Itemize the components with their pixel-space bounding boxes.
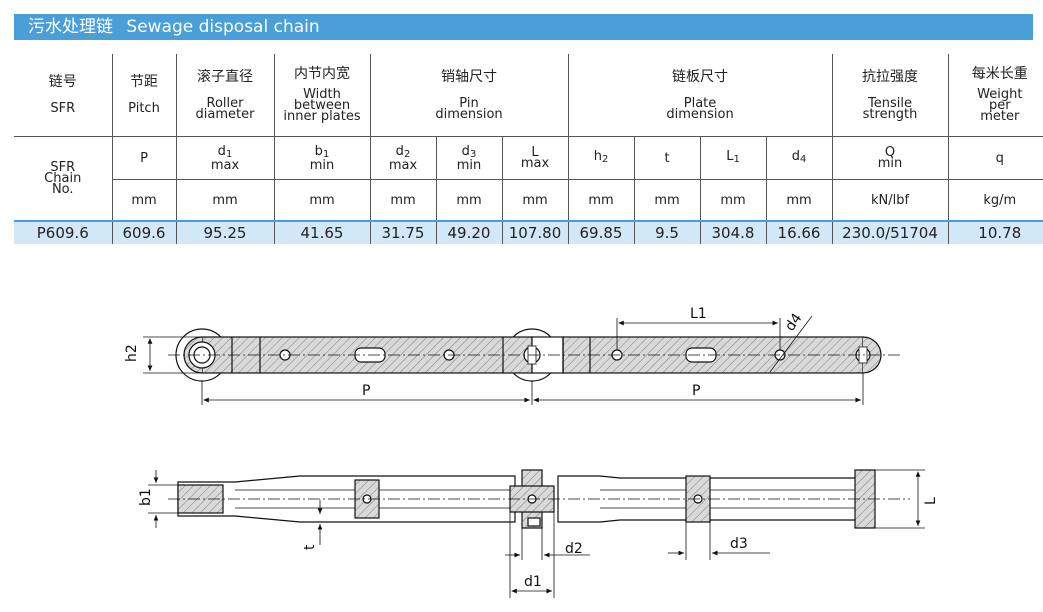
- unit-cell: kg/m: [947, 179, 1043, 222]
- cell-value: 31.75: [369, 220, 437, 244]
- title-zh: 污水处理链: [28, 17, 113, 37]
- symbol-d4: d4: [765, 136, 833, 180]
- unit-cell: mm: [112, 179, 177, 222]
- label-h2: h2: [124, 344, 140, 362]
- unit-cell: mm: [369, 179, 437, 222]
- label-d3: d3: [730, 536, 748, 552]
- label-d1: d1: [524, 574, 542, 590]
- symbol-L1: L1: [699, 136, 767, 180]
- label-d2: d2: [565, 541, 583, 557]
- plan-view: [148, 469, 925, 598]
- table-row: P609.6 609.6 95.25 41.65 31.75 49.20 107…: [14, 220, 1043, 244]
- unit-cell: mm: [435, 179, 503, 222]
- label-pitch-right: P: [692, 383, 700, 399]
- cell-value: 16.66: [765, 220, 833, 244]
- cell-chain-no: P609.6: [14, 220, 113, 244]
- cell-value: 230.0/51704: [831, 220, 949, 244]
- symbol-h2: h2: [567, 136, 635, 180]
- label-L: L: [923, 497, 939, 505]
- symbol-pitch: P: [111, 136, 177, 180]
- symbol-q: q: [947, 136, 1043, 180]
- side-view-labels: h2 P P L1 d4: [124, 306, 806, 399]
- cell-value: 9.5: [633, 220, 701, 244]
- label-t: t: [302, 544, 318, 550]
- unit-cell: kN/lbf: [831, 179, 949, 222]
- side-view: [143, 315, 900, 405]
- cell-value: 10.78: [947, 220, 1043, 244]
- label-L1: L1: [690, 306, 707, 322]
- unit-cell: mm: [765, 179, 833, 222]
- cell-value: 107.80: [501, 220, 569, 244]
- cell-value: 304.8: [699, 220, 767, 244]
- unit-cell: mm: [175, 179, 275, 222]
- header-row-units: mm mm mm mm mm mm mm mm mm mm kN/lbf kg/…: [14, 179, 1043, 222]
- label-pitch-left: P: [362, 383, 370, 399]
- plan-view-labels: b1 t d2 d1 d3 L: [138, 488, 939, 590]
- table-title-bar: 污水处理链 Sewage disposal chain: [14, 14, 1033, 40]
- label-d4: d4: [782, 310, 805, 334]
- label-b1: b1: [138, 488, 154, 506]
- unit-cell: mm: [501, 179, 569, 222]
- title-en: Sewage disposal chain: [126, 17, 320, 37]
- cell-value: 41.65: [273, 220, 371, 244]
- cell-value: 69.85: [567, 220, 635, 244]
- cell-value: 95.25: [175, 220, 275, 244]
- cell-value: 609.6: [111, 220, 177, 244]
